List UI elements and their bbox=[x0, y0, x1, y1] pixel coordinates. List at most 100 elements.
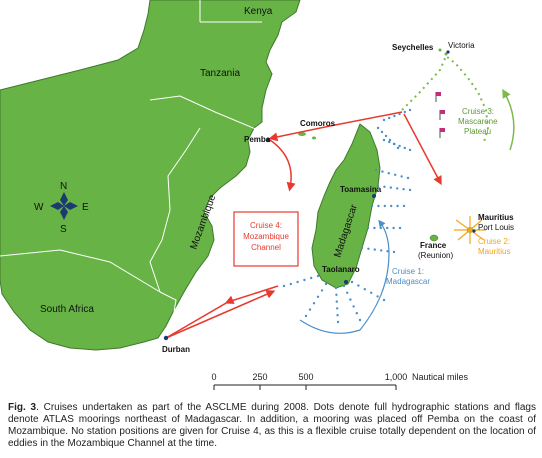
compass-e: E bbox=[82, 202, 89, 213]
station-dot bbox=[380, 130, 384, 134]
station-dot bbox=[388, 138, 392, 142]
station-dot bbox=[336, 307, 339, 310]
label-comoros: Comoros bbox=[300, 119, 336, 128]
station-dot bbox=[389, 186, 392, 189]
scale-tick-250: 250 bbox=[252, 372, 267, 382]
station-dot bbox=[316, 274, 320, 278]
station-dot bbox=[373, 226, 376, 230]
station-dot bbox=[342, 284, 346, 288]
station-dot bbox=[379, 226, 382, 230]
station-dot bbox=[324, 282, 328, 286]
compass-w: W bbox=[34, 202, 44, 213]
station-dot bbox=[373, 248, 376, 251]
caption-label: Fig. 3 bbox=[8, 402, 37, 413]
station-dot bbox=[357, 284, 360, 287]
border-mozambique-west bbox=[149, 127, 201, 293]
station-dot bbox=[396, 187, 399, 190]
station-dot bbox=[336, 314, 339, 317]
station-dot bbox=[367, 247, 370, 250]
scale-tick-1000: 1,000 bbox=[385, 372, 408, 382]
label-mauritius: Mauritius bbox=[478, 213, 514, 222]
station-dot bbox=[370, 291, 373, 294]
station-dot bbox=[296, 280, 299, 284]
label-cruise2-line2: Mauritius bbox=[478, 247, 510, 256]
station-dot bbox=[380, 249, 383, 252]
cruise4-route-pemba-south bbox=[269, 139, 296, 192]
station-durban bbox=[163, 335, 169, 341]
station-dot bbox=[366, 226, 370, 230]
station-dot bbox=[374, 168, 378, 172]
station-dot bbox=[308, 308, 312, 311]
station-victoria bbox=[446, 50, 450, 54]
station-dot bbox=[303, 278, 306, 282]
label-tanzania: Tanzania bbox=[200, 68, 240, 79]
label-cruise4-line1: Cruise 4: bbox=[250, 221, 282, 230]
station-dot bbox=[392, 250, 396, 254]
label-kenya: Kenya bbox=[244, 6, 273, 17]
cruise1-route-arc bbox=[299, 219, 390, 334]
scale-unit: Nautical miles bbox=[412, 372, 469, 382]
station-dot bbox=[358, 318, 362, 322]
station-dot bbox=[390, 204, 393, 208]
station-taolanaro bbox=[344, 280, 348, 284]
island-comoros-2 bbox=[312, 136, 316, 140]
label-cruise1-line2: Madagascar bbox=[386, 277, 430, 286]
station-dot bbox=[398, 112, 401, 116]
island-reunion bbox=[429, 234, 439, 242]
station-dot bbox=[335, 300, 338, 303]
map: Kenya Tanzania Mozambique South Africa M… bbox=[0, 0, 515, 390]
label-seychelles: Seychelles bbox=[392, 43, 434, 52]
station-dot bbox=[363, 288, 366, 291]
label-durban: Durban bbox=[162, 345, 190, 354]
station-dot bbox=[393, 142, 396, 146]
label-taolanaro: Taolanaro bbox=[322, 265, 360, 274]
label-port-louis: Port Louis bbox=[478, 223, 514, 232]
station-dot bbox=[403, 110, 406, 114]
station-dot bbox=[376, 126, 380, 130]
station-dot bbox=[370, 204, 374, 208]
station-dot bbox=[360, 246, 364, 250]
compass-s: S bbox=[60, 224, 67, 235]
cruise3-arrow bbox=[502, 88, 515, 151]
station-dot bbox=[383, 204, 386, 208]
station-dot bbox=[312, 302, 316, 305]
station-dot bbox=[387, 172, 390, 175]
station-dot bbox=[406, 176, 410, 180]
station-dot bbox=[386, 226, 389, 230]
cruise4-route-to-durban bbox=[165, 285, 279, 339]
cruise1-stations bbox=[282, 108, 412, 324]
station-dot bbox=[384, 134, 388, 138]
station-dot bbox=[289, 282, 292, 286]
compass-n: N bbox=[60, 181, 67, 192]
scale-bar: 0 250 500 1,000 Nautical miles bbox=[211, 372, 469, 390]
station-dot bbox=[396, 146, 400, 150]
mooring-flags bbox=[435, 92, 445, 138]
station-port-louis bbox=[472, 229, 476, 233]
label-cruise4-line3: Channel bbox=[251, 243, 281, 252]
station-dot bbox=[316, 295, 320, 298]
station-dot bbox=[355, 312, 358, 315]
station-dot bbox=[383, 185, 386, 188]
madagascar-island bbox=[311, 123, 381, 289]
label-south-africa: South Africa bbox=[40, 304, 94, 315]
station-toamasina bbox=[372, 194, 376, 198]
station-dot bbox=[382, 118, 386, 122]
station-dot bbox=[336, 320, 340, 324]
station-dot bbox=[382, 138, 386, 142]
caption-text: . Cruises undertaken as part of the ASCL… bbox=[8, 402, 536, 449]
station-dot bbox=[350, 280, 354, 284]
station-dot bbox=[381, 170, 384, 173]
station-dot bbox=[334, 286, 338, 290]
cruise4-box bbox=[233, 211, 299, 267]
station-dot bbox=[376, 184, 380, 188]
station-dot bbox=[349, 298, 352, 301]
station-dot bbox=[394, 173, 397, 176]
station-dot bbox=[398, 226, 402, 230]
label-cruise1-line1: Cruise 1: bbox=[392, 267, 424, 276]
station-dot bbox=[402, 188, 405, 191]
label-toamasina: Toamasina bbox=[340, 185, 382, 194]
border-swaziland bbox=[159, 291, 177, 313]
station-dot bbox=[408, 108, 412, 112]
station-dot bbox=[408, 188, 412, 192]
